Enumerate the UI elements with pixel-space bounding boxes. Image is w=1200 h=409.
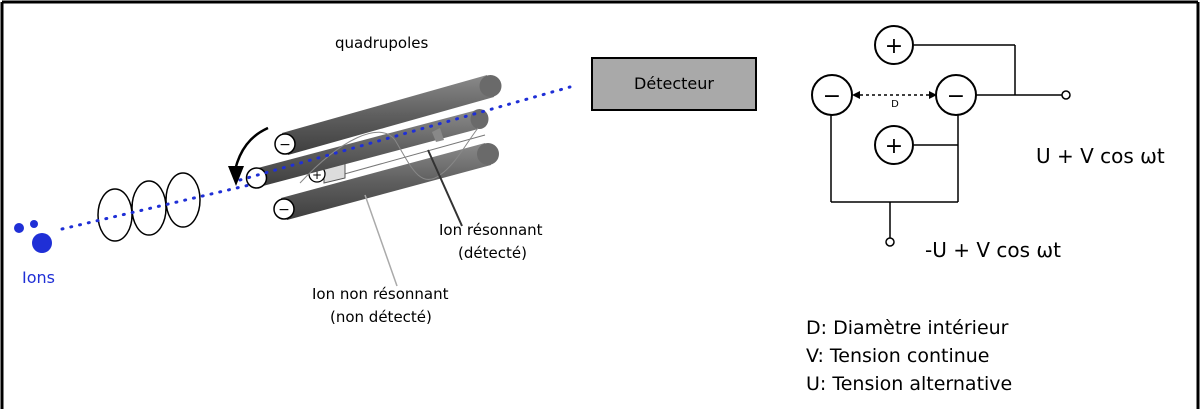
lens-ring <box>97 188 133 242</box>
ion-dot <box>32 233 52 253</box>
svg-text:+: + <box>312 168 322 182</box>
ion-path <box>238 85 572 182</box>
rod-bottom: − <box>273 143 499 220</box>
rotation-arrowhead <box>228 166 244 186</box>
terminal-top <box>1061 90 1071 100</box>
legend-item: V: Tension continue <box>806 345 990 367</box>
channel-line <box>329 134 486 179</box>
detector-box <box>591 57 757 111</box>
detector-label: Détecteur <box>634 74 714 93</box>
nonresonant-pointer <box>364 194 398 287</box>
rod-section-left-minus: − <box>811 74 853 116</box>
quadrupoles-label: quadrupoles <box>335 34 429 52</box>
rotation-arrow <box>233 126 269 171</box>
rod-top: − <box>274 75 502 155</box>
svg-text:−: − <box>279 137 291 153</box>
terminal-bottom <box>885 237 895 247</box>
diameter-arrow-right <box>929 91 937 99</box>
svg-text:−: − <box>947 84 965 109</box>
ion-dot <box>30 220 38 228</box>
svg-text:−: − <box>823 84 841 109</box>
resonant-pointer <box>427 149 463 227</box>
voltage-bottom-label: -U + V cos ωt <box>925 238 1061 262</box>
circuit-schematic <box>830 44 1062 238</box>
resonant-label-line1: Ion résonnant <box>439 221 543 239</box>
nonresonant-label-line2: (non détecté) <box>330 308 432 326</box>
rod-section-bottom-plus: + <box>874 125 914 165</box>
nonresonant-label-line1: Ion non résonnant <box>312 285 449 303</box>
diameter-arrow-left <box>852 91 860 99</box>
nonresonant-path <box>299 127 479 184</box>
lens-ring <box>165 172 201 228</box>
voltage-top-label: U + V cos ωt <box>1036 144 1165 168</box>
svg-text:+: + <box>885 34 903 59</box>
legend-item: D: Diamètre intérieur <box>806 317 1009 339</box>
ion-dot <box>14 223 24 233</box>
svg-text:−: − <box>278 202 290 218</box>
legend-item: U: Tension alternative <box>806 373 1012 395</box>
diameter-label: D <box>891 99 899 110</box>
rod-section-top-plus: + <box>874 25 914 65</box>
svg-text:+: + <box>885 134 903 159</box>
resonant-ion-marker <box>432 128 444 142</box>
resonant-label-line2: (détecté) <box>458 244 527 262</box>
rod-section-right-minus: − <box>935 74 977 116</box>
ions-label: Ions <box>22 268 55 287</box>
